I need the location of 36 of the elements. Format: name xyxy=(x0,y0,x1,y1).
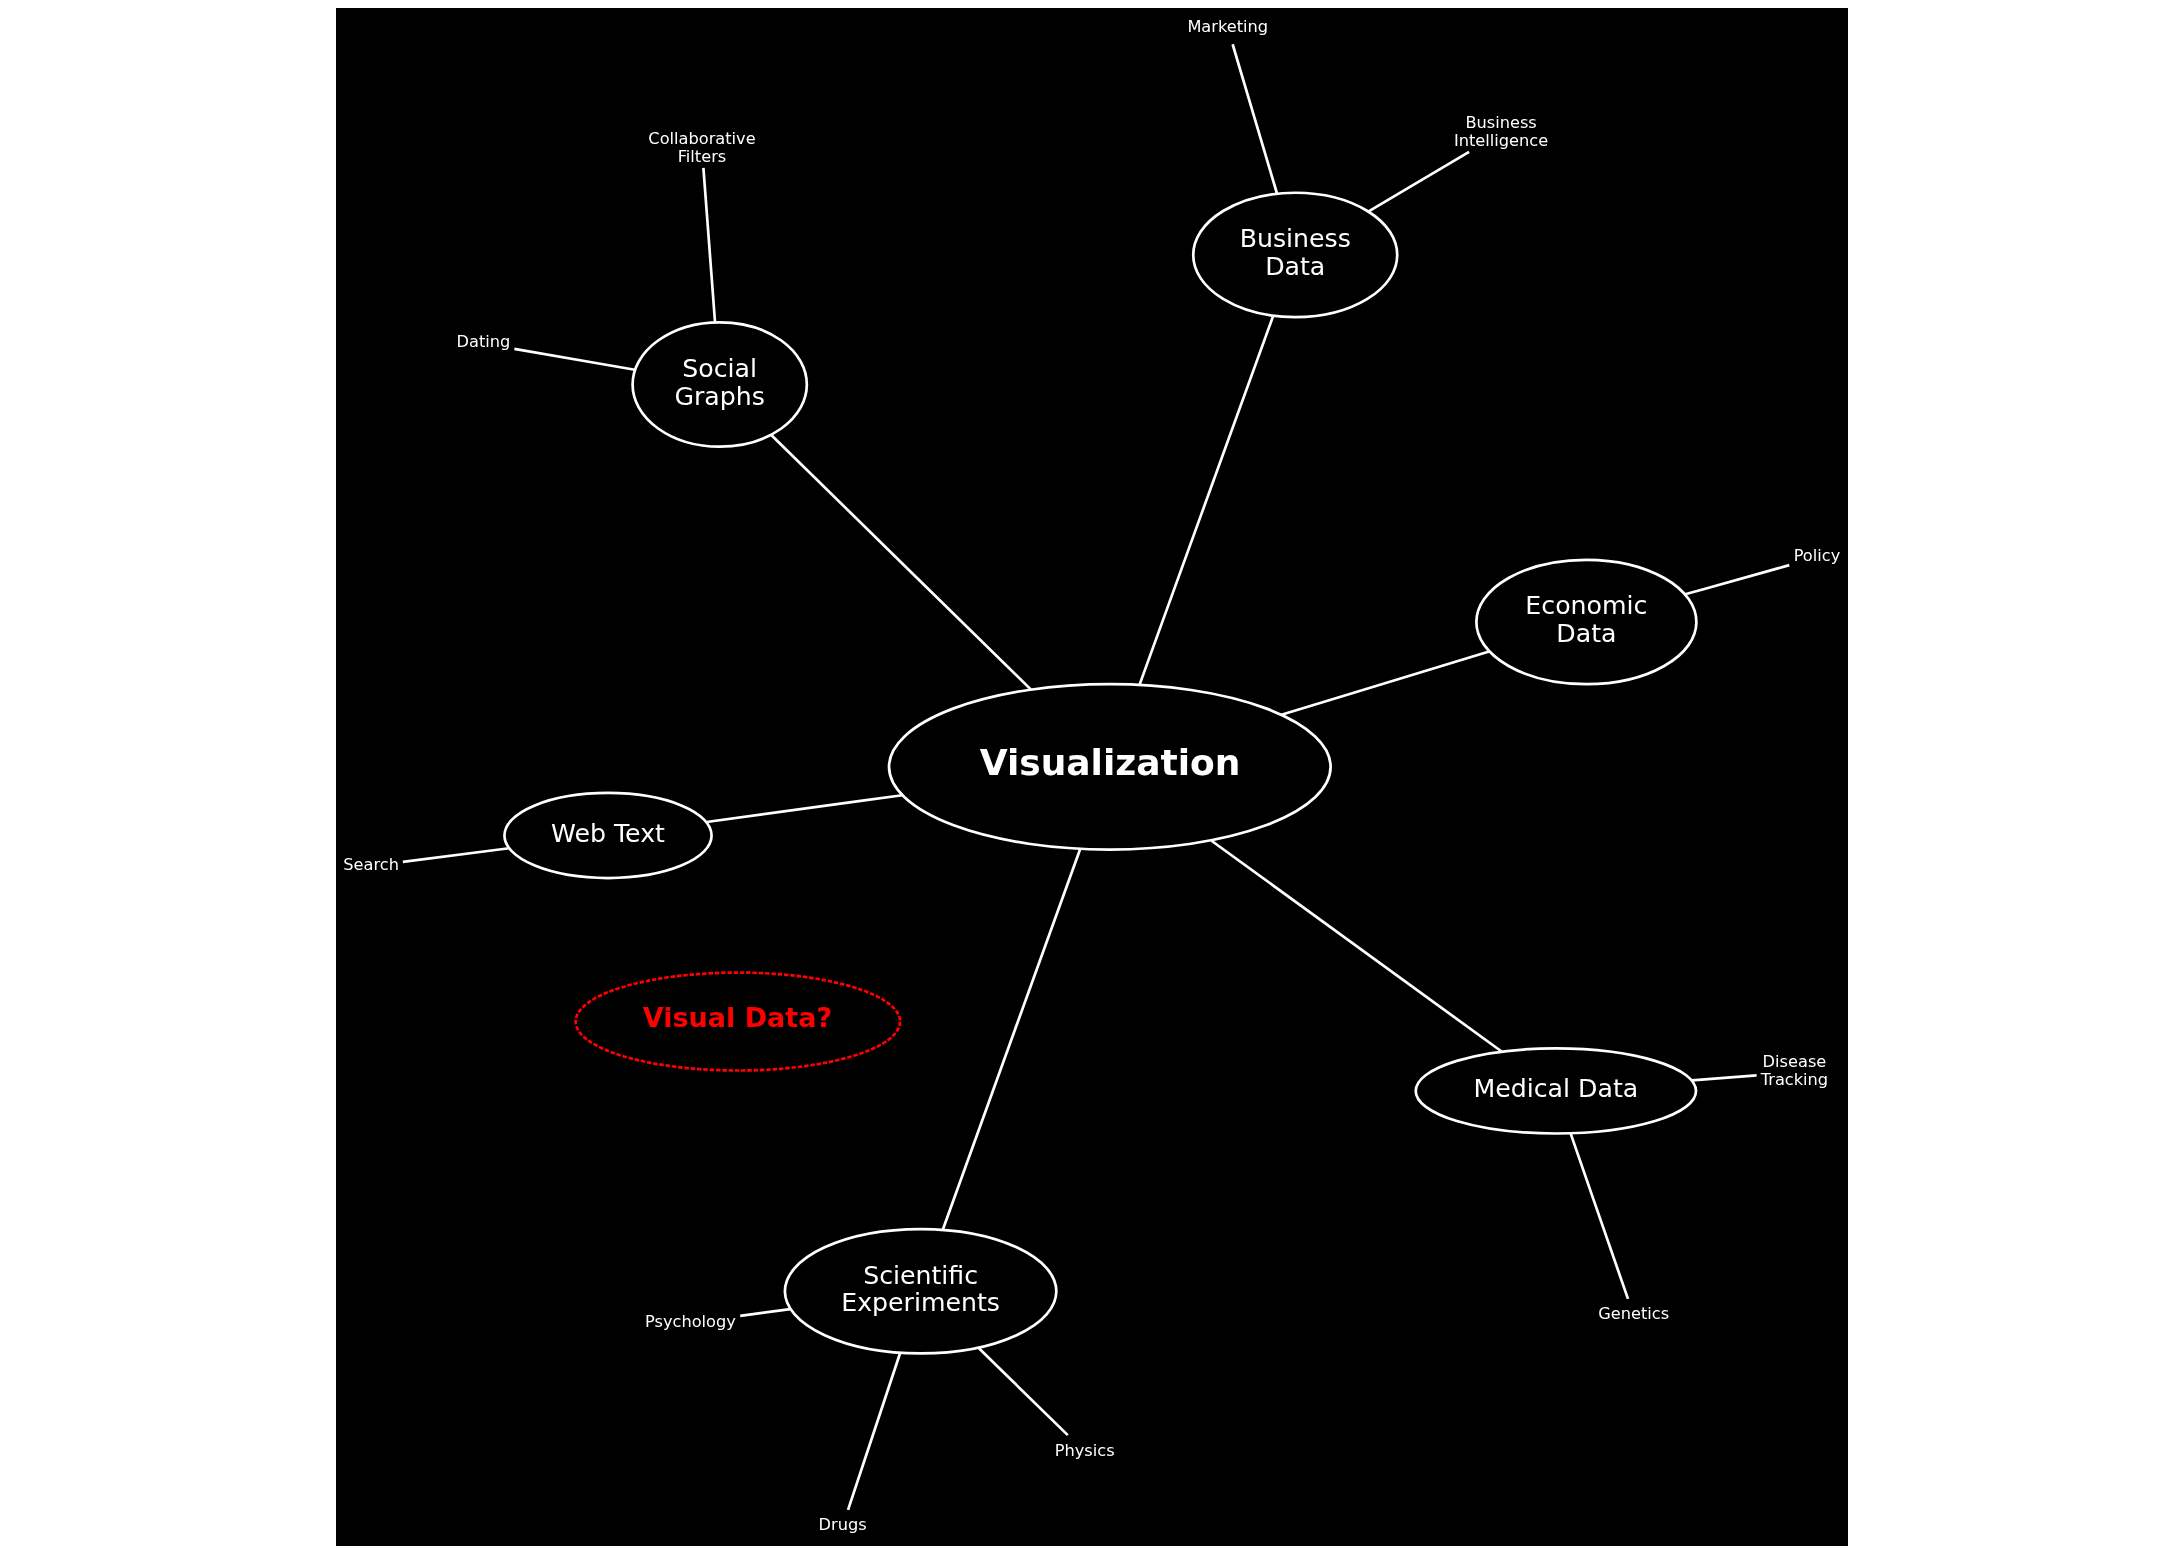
node-text: Disease Tracking xyxy=(1760,1052,1828,1090)
connector xyxy=(1230,43,1278,194)
connector xyxy=(941,848,1081,1230)
node-ellipse: Visualization xyxy=(887,682,1332,851)
node-ellipse: Social Graphs xyxy=(630,320,808,449)
connector xyxy=(770,434,1032,691)
connector xyxy=(1684,563,1790,596)
node-text: Marketing xyxy=(1186,16,1268,36)
node-ellipse: Scientific Experiments xyxy=(783,1227,1058,1355)
node-ellipse: Business Data xyxy=(1191,191,1399,319)
node-text: Policy xyxy=(1793,546,1840,566)
node-text: Drugs xyxy=(818,1515,867,1535)
node-ellipse: Visual Data? xyxy=(573,971,901,1072)
node-text: Genetics xyxy=(1597,1304,1669,1324)
connector xyxy=(701,167,716,323)
node-text: Collaborative Filters xyxy=(647,128,756,166)
node-ellipse: Medical Data xyxy=(1413,1047,1697,1135)
connector xyxy=(1210,839,1502,1053)
connector xyxy=(402,846,509,864)
connector xyxy=(846,1352,901,1511)
connector xyxy=(1137,315,1274,686)
connector xyxy=(739,1307,791,1318)
node-text: Search xyxy=(342,854,399,874)
connector xyxy=(705,793,902,824)
node-text: Business Intelligence xyxy=(1453,112,1548,150)
node-text: Physics xyxy=(1054,1440,1115,1460)
connector xyxy=(1691,1074,1757,1082)
node-ellipse: Economic Data xyxy=(1474,558,1698,686)
connector xyxy=(1280,650,1489,716)
connector xyxy=(1568,1132,1629,1300)
node-text: Psychology xyxy=(644,1311,736,1331)
node-text: Dating xyxy=(456,332,510,352)
connector xyxy=(513,347,635,372)
connector xyxy=(1367,150,1470,213)
connector xyxy=(977,1346,1069,1437)
node-ellipse: Web Text xyxy=(502,791,713,880)
